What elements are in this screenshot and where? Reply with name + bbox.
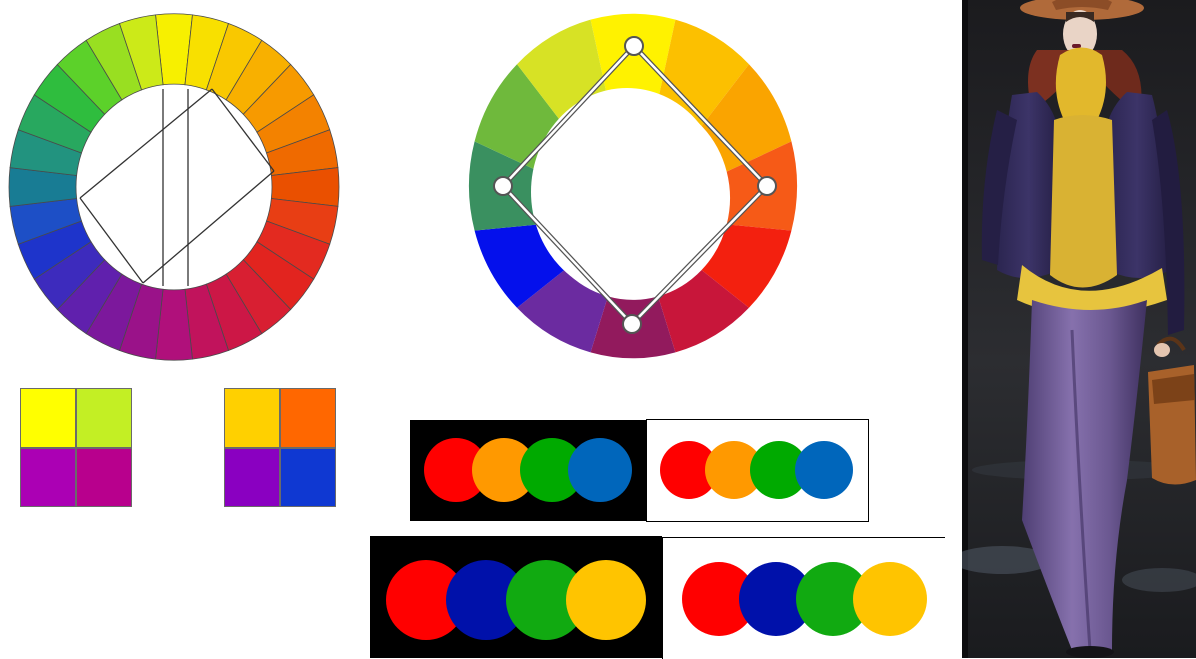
swatch-cell: [21, 449, 75, 507]
swatch-cell: [77, 389, 131, 447]
swatch-row1-dark: [410, 420, 646, 521]
swatch-row2-light: [662, 537, 945, 659]
color-wheel-left-segments: [9, 14, 339, 361]
rectangle-scheme-swatch: [20, 388, 132, 507]
color-wheel-left-chords: [80, 89, 274, 286]
tetrad-handle-top: [625, 37, 643, 55]
runway-model-photo: [962, 0, 1196, 658]
color-circle: [568, 438, 632, 502]
swatch-row1-light: [646, 419, 869, 522]
tetrad-handle-bottom: [623, 315, 641, 333]
swatch-cell: [281, 449, 335, 507]
color-wheel-right-segments: [469, 14, 797, 358]
tetrad-handle-right: [758, 177, 776, 195]
color-wheel-left: [8, 11, 342, 361]
color-wheel-right: [465, 10, 805, 362]
swatch-cell: [21, 389, 75, 447]
tetrad-handle-left: [494, 177, 512, 195]
color-circle: [566, 560, 646, 640]
color-circle: [853, 562, 927, 636]
swatch-cell: [225, 449, 279, 507]
swatch-cell: [225, 389, 279, 447]
swatch-row2-dark: [370, 536, 662, 658]
swatch-cell: [281, 389, 335, 447]
color-circle: [795, 441, 853, 499]
swatch-cell: [77, 449, 131, 507]
wheel-center: [531, 88, 723, 296]
square-scheme-swatch: [224, 388, 336, 507]
